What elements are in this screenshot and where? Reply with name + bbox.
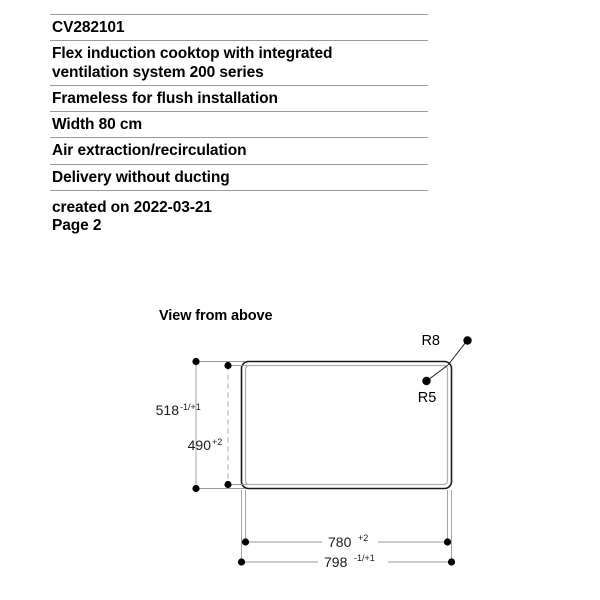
- dim-value-798: 798: [324, 554, 348, 570]
- dim-tolerance-780: +2: [358, 533, 368, 543]
- dimension-width-inner: 780 +2: [241, 533, 452, 550]
- dim-tolerance-518: -1/+1: [180, 402, 201, 412]
- radius-callout-outer: R8: [421, 333, 472, 366]
- installation-type-text: Frameless for flush installation: [52, 89, 278, 107]
- dim-value-518: 518: [156, 402, 180, 418]
- leader-dot-r8: [463, 336, 472, 345]
- spec-row-document-footer: created on 2022-03-21 Page 2: [50, 189, 428, 239]
- specification-table: CV282101 Flex induction cooktop with int…: [50, 14, 428, 239]
- technical-drawing: View from above: [0, 280, 600, 600]
- radius-callout-inner: R5: [418, 364, 449, 406]
- model-number-text: CV282101: [52, 19, 125, 36]
- product-description-line-1: Flex induction cooktop with integrated: [52, 45, 333, 63]
- dimension-height-inner: 490 +2: [188, 361, 232, 489]
- drawing-canvas: 518 -1/+1 490 +2 780 +2 798 -1/+1: [156, 333, 472, 570]
- dim-tolerance-490: +2: [212, 437, 222, 447]
- air-mode-text: Air extraction/recirculation: [52, 142, 247, 160]
- dim-dot-490-top: [224, 361, 232, 370]
- cooktop-inner-edge: [244, 364, 449, 486]
- dim-dot-798-left: [237, 558, 246, 566]
- spec-row-delivery-note: Delivery without ducting: [50, 163, 428, 190]
- cooktop-outline: [240, 360, 453, 490]
- extension-lines: [196, 361, 452, 562]
- page-number-text: Page 2: [52, 217, 102, 235]
- dim-dot-490-bottom: [224, 480, 232, 489]
- product-description-line-2: ventilation system 200 series: [52, 63, 264, 81]
- radius-label-r5: R5: [418, 390, 437, 406]
- leader-dot-r5: [422, 376, 431, 386]
- spec-row-width: Width 80 cm: [50, 111, 428, 137]
- spec-row-air-mode: Air extraction/recirculation: [50, 137, 428, 163]
- spec-row-model-number: CV282101: [50, 14, 428, 40]
- created-on-text: created on 2022-03-21: [52, 198, 212, 216]
- delivery-note-text: Delivery without ducting: [52, 168, 230, 186]
- radius-label-r8: R8: [421, 333, 440, 349]
- view-label: View from above: [159, 308, 273, 324]
- leader-line-r8: [447, 341, 467, 366]
- dimension-width-outer: 798 -1/+1: [237, 553, 456, 570]
- dim-dot-518-bottom: [192, 484, 200, 493]
- leader-line-r5: [427, 364, 449, 381]
- dim-value-490: 490: [188, 437, 212, 453]
- dim-dot-518-top: [192, 357, 200, 366]
- dim-dot-798-right: [447, 558, 456, 566]
- dim-value-780: 780: [328, 534, 352, 550]
- dimension-height-outer: 518 -1/+1: [156, 357, 201, 493]
- width-text: Width 80 cm: [52, 116, 143, 134]
- dim-dot-780-left: [241, 538, 250, 546]
- spec-row-product-description: Flex induction cooktop with integrated v…: [50, 40, 428, 85]
- spec-row-installation-type: Frameless for flush installation: [50, 84, 428, 111]
- dim-dot-780-right: [443, 538, 452, 546]
- dim-tolerance-798: -1/+1: [354, 553, 375, 563]
